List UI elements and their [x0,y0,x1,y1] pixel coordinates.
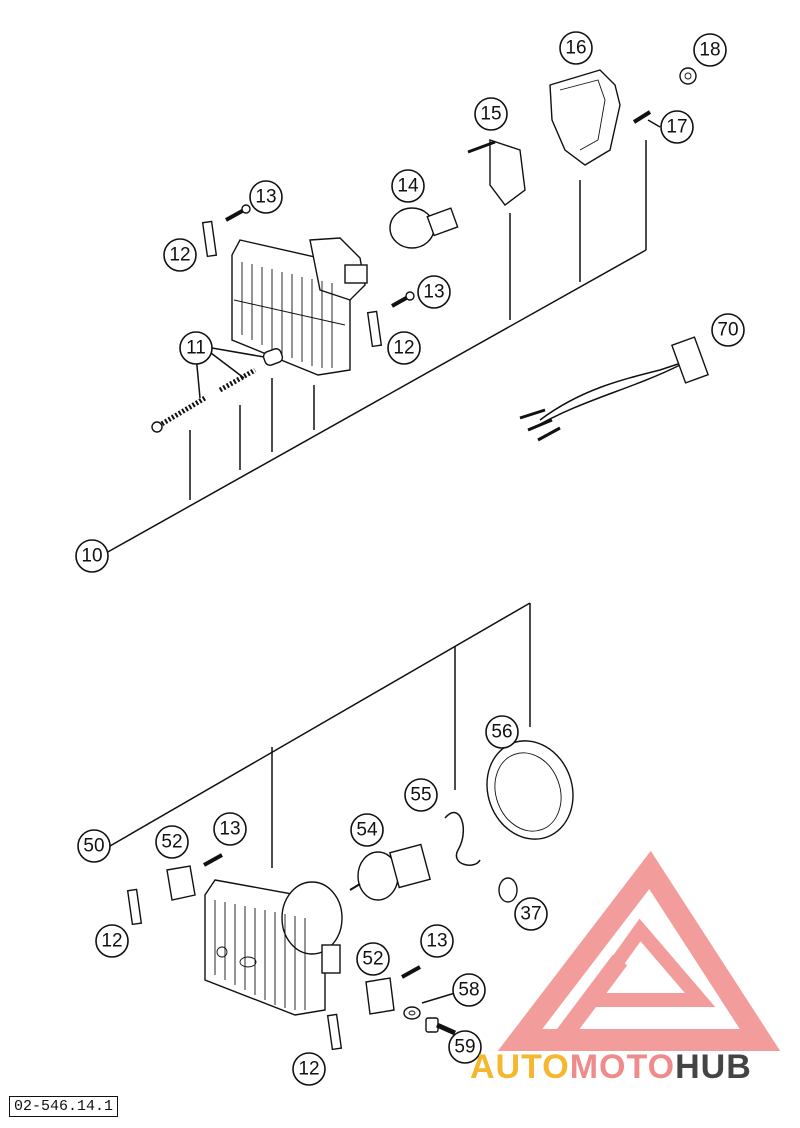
callout-59: 59 [448,1030,482,1064]
clips-upper [201,220,383,348]
callout-15: 15 [474,97,508,131]
bulb-37 [498,877,518,903]
spring-55 [444,811,481,866]
callout-12: 12 [387,331,421,365]
callout-13: 13 [213,812,247,846]
callout-52: 52 [356,942,390,976]
svg-text:56: 56 [491,722,512,743]
callout-56: 56 [485,715,519,749]
svg-text:12: 12 [393,338,414,359]
callout-37: 37 [514,897,548,931]
svg-text:14: 14 [397,176,419,197]
callout-12: 12 [95,924,129,958]
svg-text:12: 12 [169,245,190,266]
adjust-screws [151,348,284,433]
bulb-14 [389,207,459,249]
callout-10: 10 [75,539,109,573]
callout-52: 52 [155,825,189,859]
callout-12: 12 [292,1052,326,1086]
svg-text:11: 11 [186,338,206,359]
headlight-lower [204,879,343,1016]
svg-text:13: 13 [219,819,240,840]
svg-text:52: 52 [161,832,182,853]
svg-text:12: 12 [298,1059,319,1080]
clips-lower [126,888,343,1051]
svg-text:17: 17 [666,117,687,138]
screws-lower [203,853,421,979]
watermark-text: AUTOMOTOHUB [470,1048,752,1086]
document-code: 02-546.14.1 [9,1096,119,1117]
callout-12: 12 [163,238,197,272]
callout-55: 55 [404,778,438,812]
callout-58: 58 [452,973,486,1007]
screw-17 [632,110,652,124]
callout-18: 18 [693,33,727,67]
svg-text:13: 13 [423,282,444,303]
callout-14: 14 [391,169,425,203]
washer-58 [403,1006,421,1020]
svg-text:52: 52 [362,949,383,970]
cover-16 [549,69,621,166]
svg-text:16: 16 [565,38,586,59]
callout-11: 11 [179,331,213,365]
watermark-logo [497,850,781,1051]
callout-54: 54 [350,813,384,847]
bolt-59 [425,1017,457,1036]
svg-text:70: 70 [717,320,738,341]
bracket-15 [467,139,526,206]
svg-text:12: 12 [101,931,122,952]
screws-upper [225,204,415,308]
callout-13: 13 [417,275,451,309]
svg-text:10: 10 [81,546,102,567]
callout-16: 16 [559,31,593,65]
svg-text:15: 15 [480,104,501,125]
callout-70: 70 [711,313,745,347]
svg-text:58: 58 [458,980,479,1001]
callout-13: 13 [249,180,283,214]
bulb-54 [349,843,431,901]
svg-text:13: 13 [426,931,447,952]
svg-text:59: 59 [454,1037,475,1058]
brackets-52 [166,865,395,1015]
callout-17: 17 [660,110,694,144]
svg-text:13: 13 [255,187,276,208]
svg-text:50: 50 [83,836,104,857]
headlight-upper [231,237,368,376]
callout-50: 50 [77,829,111,863]
svg-text:37: 37 [520,904,541,925]
svg-text:55: 55 [410,785,431,806]
svg-text:18: 18 [699,40,720,61]
callout-13: 13 [420,924,454,958]
leader-lines-lower [109,602,531,1004]
grommet-18 [679,67,697,85]
svg-text:54: 54 [356,820,378,841]
rim-56 [486,740,574,840]
wiring-harness-70 [519,336,710,442]
